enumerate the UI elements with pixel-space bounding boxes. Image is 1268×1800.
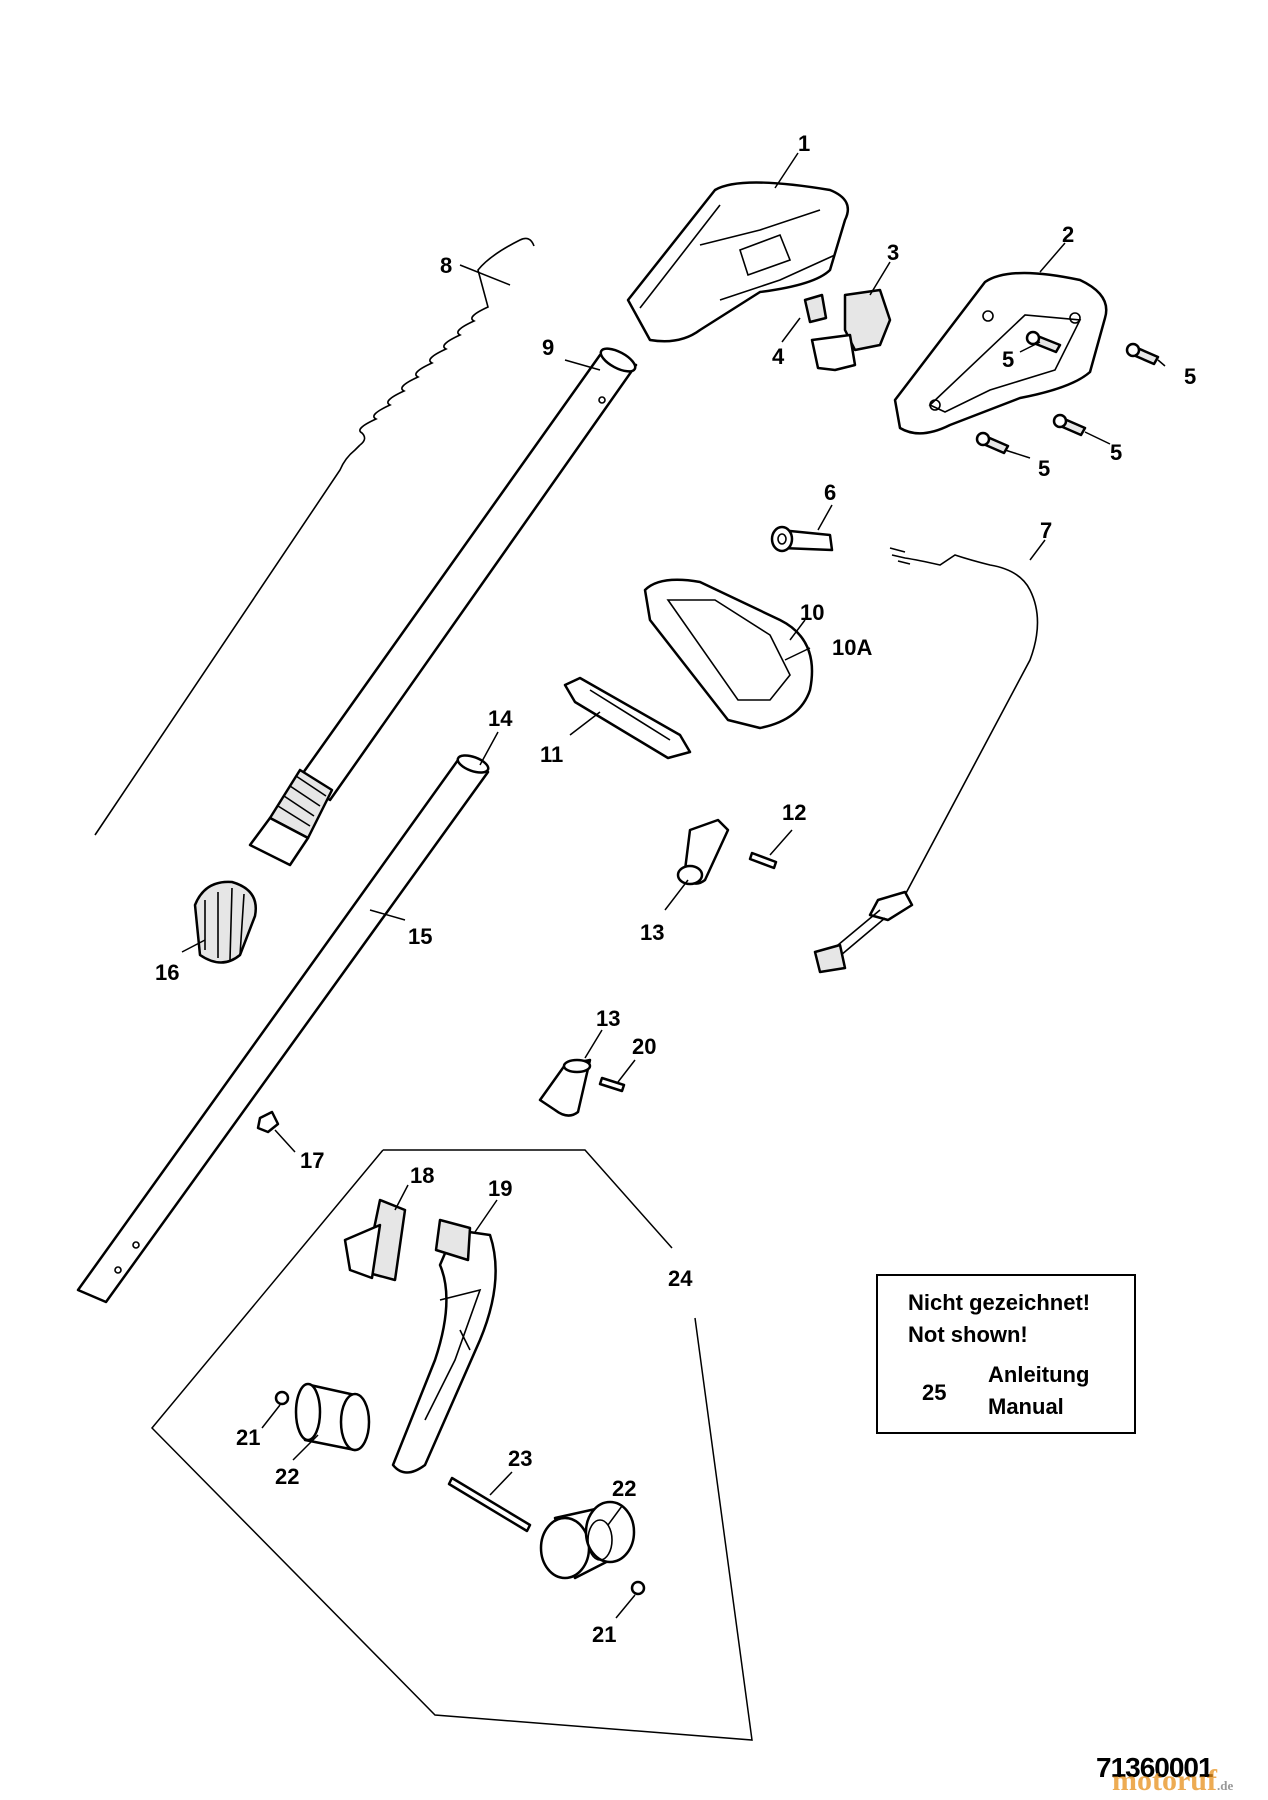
part-18-bracket — [343, 1198, 407, 1282]
note-line-en: Not shown! — [908, 1322, 1028, 1347]
callout-22b: 22 — [612, 1476, 636, 1501]
callout-23: 23 — [508, 1446, 532, 1471]
part-12-pin — [748, 851, 778, 870]
callout-22a: 22 — [275, 1464, 299, 1489]
callout-18: 18 — [410, 1163, 434, 1188]
callout-13b: 13 — [596, 1006, 620, 1031]
callout-6: 6 — [824, 480, 836, 505]
note-item-english: Manual — [988, 1394, 1064, 1419]
part-13-clip-upper — [676, 818, 730, 886]
callout-7: 7 — [1040, 518, 1052, 543]
callout-12: 12 — [782, 800, 806, 825]
callout-15: 15 — [408, 924, 432, 949]
callout-21b: 21 — [592, 1622, 616, 1647]
part-11-trim-strip — [563, 676, 692, 760]
callout-19: 19 — [488, 1176, 512, 1201]
part-19-guard-arm — [391, 1218, 497, 1474]
callout-2: 2 — [1062, 222, 1074, 247]
part-1-handle-housing — [626, 181, 850, 343]
not-shown-note: Nicht gezeichnet! Not shown! 25 Anleitun… — [876, 1274, 1136, 1434]
callout-13a: 13 — [640, 920, 664, 945]
callout-8: 8 — [440, 253, 452, 278]
part-8-cable — [94, 237, 535, 836]
part-17-clip — [256, 1110, 280, 1134]
part-6-sleeve — [770, 525, 834, 553]
watermark-logo: motoruf.de — [1112, 1764, 1233, 1798]
callout-1: 1 — [798, 131, 810, 156]
callout-5c: 5 — [1110, 440, 1122, 465]
part-2-handle-cover — [893, 271, 1108, 435]
note-line-de: Nicht gezeichnet! — [908, 1290, 1091, 1315]
callout-20: 20 — [632, 1034, 656, 1059]
callout-10a: 10A — [832, 635, 872, 660]
callout-16: 16 — [155, 960, 179, 985]
part-20-pin — [598, 1076, 626, 1093]
part-9-upper-tube — [248, 347, 638, 867]
callout-5b: 5 — [1184, 364, 1196, 389]
part-15-lower-tube — [76, 754, 490, 1304]
part-21-nuts — [274, 1390, 646, 1596]
leader-lines — [181, 152, 1166, 1619]
callout-24: 24 — [668, 1266, 693, 1291]
part-5-screws — [975, 330, 1160, 455]
part-7-power-cord — [813, 547, 1039, 974]
callout-5d: 5 — [1038, 456, 1050, 481]
callout-4: 4 — [772, 344, 785, 369]
callout-3: 3 — [887, 240, 899, 265]
drawing-number: 71360001 — [1096, 1752, 1214, 1783]
part-22-wheels — [294, 1382, 636, 1580]
part-3-switch — [810, 288, 892, 372]
watermark-brand: motoruf — [1112, 1764, 1217, 1797]
callout-5a: 5 — [1002, 347, 1014, 372]
note-item-german: Anleitung — [988, 1362, 1090, 1387]
callout-14: 14 — [488, 706, 513, 731]
part-10-rear-handle — [643, 578, 814, 730]
part-24-group-outline — [150, 1149, 753, 1741]
part-4-switch-part — [803, 293, 828, 324]
watermark-suffix: .de — [1216, 1778, 1234, 1793]
note-item-number: 25 — [922, 1380, 947, 1405]
callout-9: 9 — [542, 335, 554, 360]
part-16-knob — [193, 880, 257, 964]
callout-21a: 21 — [236, 1425, 260, 1450]
callout-17: 17 — [300, 1148, 324, 1173]
part-23-axle — [447, 1476, 532, 1533]
callout-labels: 1 2 3 4 5 5 5 5 6 7 8 9 10 10A 11 12 13 … — [155, 131, 1196, 1647]
part-13-clip-lower — [538, 1058, 592, 1117]
callout-11: 11 — [540, 742, 563, 767]
callout-10: 10 — [800, 600, 824, 625]
